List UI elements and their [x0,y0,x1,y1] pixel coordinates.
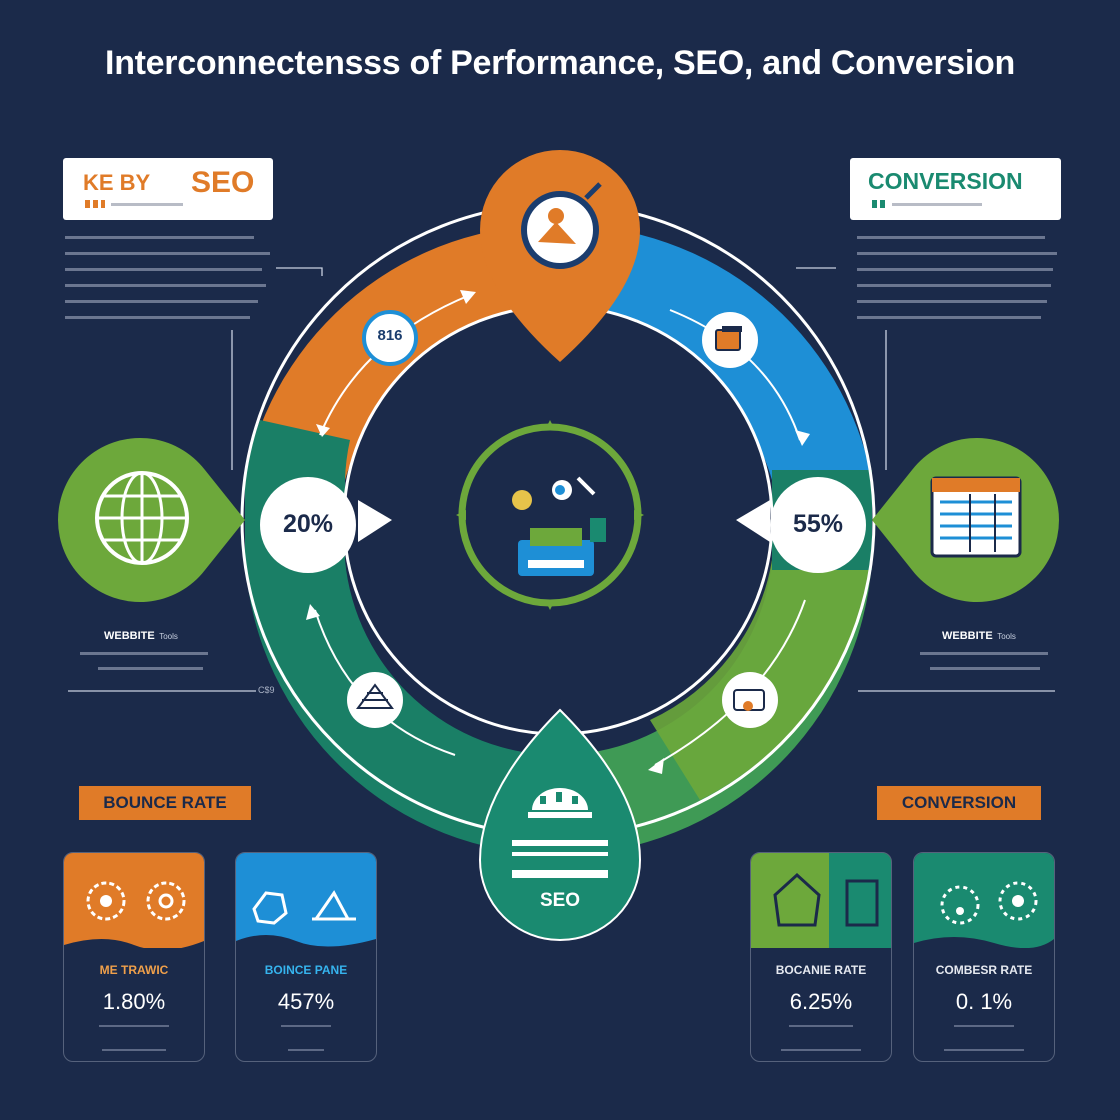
gear-icon [64,881,204,953]
building-icon [512,788,608,878]
right-ring-value: 55% [792,510,844,538]
metric-card-foot-line-2 [102,1049,166,1051]
right-text-block [857,236,1057,332]
right-side-label-suffix: Tools [997,632,1016,641]
metric-card-foot-line [99,1025,169,1027]
bounce-rate-tag: BOUNCE RATE [79,786,251,820]
top-badge-value: 816 [377,327,403,344]
metric-card-foot-line-2 [288,1049,324,1051]
seo-card-prefix: KE BY [83,170,151,195]
metric-card-1: ME TRAWIC 1.80% [63,852,205,1062]
metric-card-value: 457% [277,989,335,1014]
left-ring-value: 20% [282,510,334,538]
left-pin [58,438,245,602]
bottom-pin-label: SEO [539,890,581,911]
metric-card-value: 1.80% [102,989,166,1014]
metric-card-2: BOINCE PANE 457% [235,852,377,1062]
metric-card-caption: BOINCE PANE [264,963,348,977]
metric-card-value: 0. 1% [955,989,1013,1014]
connector-lines [68,267,1055,692]
ring-icon-bottom-right [722,672,778,728]
seo-tools-icon [512,476,606,576]
conversion-label-card: CONVERSION [850,158,1061,220]
left-value-circle [260,477,356,573]
right-value-circle [770,477,866,573]
page-title: Interconnectensss of Performance, SEO, a… [105,44,1015,82]
seo-label-card: KE BY SEO [63,158,273,220]
metric-card-caption: BOCANIE RATE [775,963,867,977]
arrow-top-right [669,309,801,441]
left-side-label-suffix: Tools [159,632,178,641]
metric-card-caption: COMBESR RATE [935,963,1033,977]
ring-icon-bottom-left [347,672,403,728]
left-text-block [65,236,270,332]
right-side-lines [920,652,1048,670]
left-side-caption: WEBBITE Tools [104,626,178,644]
chart-mountain-icon [236,890,376,953]
metric-card-3: BOCANIE RATE 6.25% [750,852,892,1062]
crate-icon [773,853,891,948]
metric-card-foot-line-2 [781,1049,861,1051]
seo-card-subline [111,203,183,206]
metric-card-caption: ME TRAWIC [99,963,169,977]
seo-card-dots-icon [85,200,105,208]
conversion-card-word: CONVERSION [868,168,1023,194]
right-side-caption: WEBBITE Tools [942,626,1016,644]
right-pin [872,437,1059,602]
top-badge-circle [362,310,418,366]
top-pin [480,150,640,362]
network-icon [914,881,1054,953]
seo-card-word: SEO [191,166,255,199]
right-side-label: WEBBITE [942,630,993,642]
left-side-lines [80,652,208,670]
ring-icon-top-right [702,312,758,368]
metric-card-foot-line [954,1025,1014,1027]
conversion-card-subline [892,203,982,206]
bottom-pin [478,708,642,941]
left-side-label: WEBBITE [104,630,155,642]
metric-card-foot-line [281,1025,331,1027]
spreadsheet-icon [930,476,1022,558]
center-hub [456,420,644,610]
arrow-heads [306,290,810,774]
conversion-tag: CONVERSION [877,786,1041,820]
metric-card-4: COMBESR RATE 0. 1% [913,852,1055,1062]
metric-card-foot-line [789,1025,853,1027]
metric-card-foot-line-2 [944,1049,1024,1051]
metric-card-band [914,853,1054,948]
conversion-card-dots-icon [872,200,886,208]
side-mark: C$9 [258,685,275,695]
metric-card-value: 6.25% [789,989,853,1014]
